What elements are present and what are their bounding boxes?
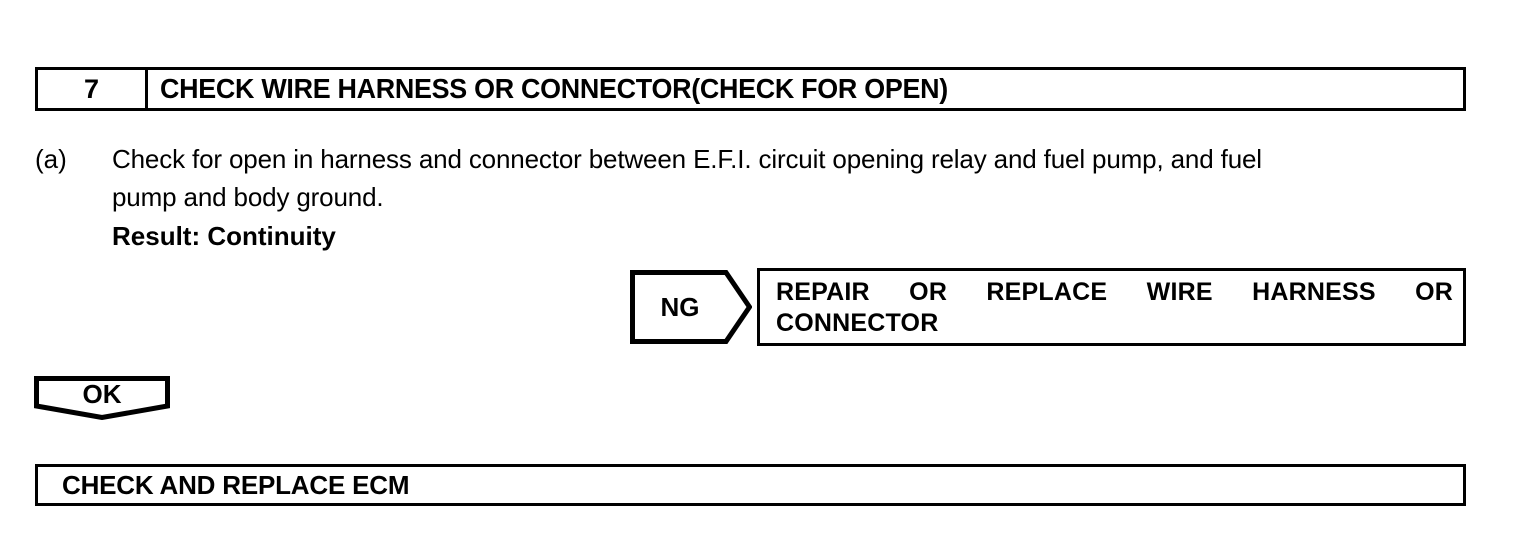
ng-pentagon-shape <box>630 270 752 344</box>
ng-action-line-2: CONNECTOR <box>776 309 939 337</box>
step-title: CHECK WIRE HARNESS OR CONNECTOR(CHECK FO… <box>160 73 948 104</box>
procedure-marker: (a) <box>35 144 67 174</box>
procedure-line-1: Check for open in harness and connector … <box>112 144 1262 174</box>
ng-action-line-1: REPAIR OR REPLACE WIRE HARNESS OR <box>776 278 1453 306</box>
step-number: 7 <box>83 73 100 104</box>
procedure-line-2: pump and body ground. <box>112 182 384 212</box>
procedure-row: (a) Check for open in harness and connec… <box>35 140 1485 256</box>
procedure-block: (a) Check for open in harness and connec… <box>35 140 1485 256</box>
ng-tag-label: NG <box>660 292 700 322</box>
procedure-body: Check for open in harness and connector … <box>112 140 1485 256</box>
step-number-cell: 7 <box>38 70 148 108</box>
procedure-result: Result: Continuity <box>112 221 336 251</box>
ng-action-text: REPAIR OR REPLACE WIRE HARNESS OR CONNEC… <box>776 277 1453 339</box>
ng-branch-tag: NG <box>630 270 752 344</box>
step-header-bar: 7 CHECK WIRE HARNESS OR CONNECTOR(CHECK … <box>35 67 1466 111</box>
step-title-cell: CHECK WIRE HARNESS OR CONNECTOR(CHECK FO… <box>148 70 1463 108</box>
ok-tag-label: OK <box>82 379 122 409</box>
ok-branch-tag: OK <box>34 376 170 420</box>
ok-action-text: CHECK AND REPLACE ECM <box>62 470 410 500</box>
ok-action-box: CHECK AND REPLACE ECM <box>35 464 1466 506</box>
ng-action-box: REPAIR OR REPLACE WIRE HARNESS OR CONNEC… <box>757 268 1466 346</box>
ok-pentagon-shape <box>34 376 170 420</box>
